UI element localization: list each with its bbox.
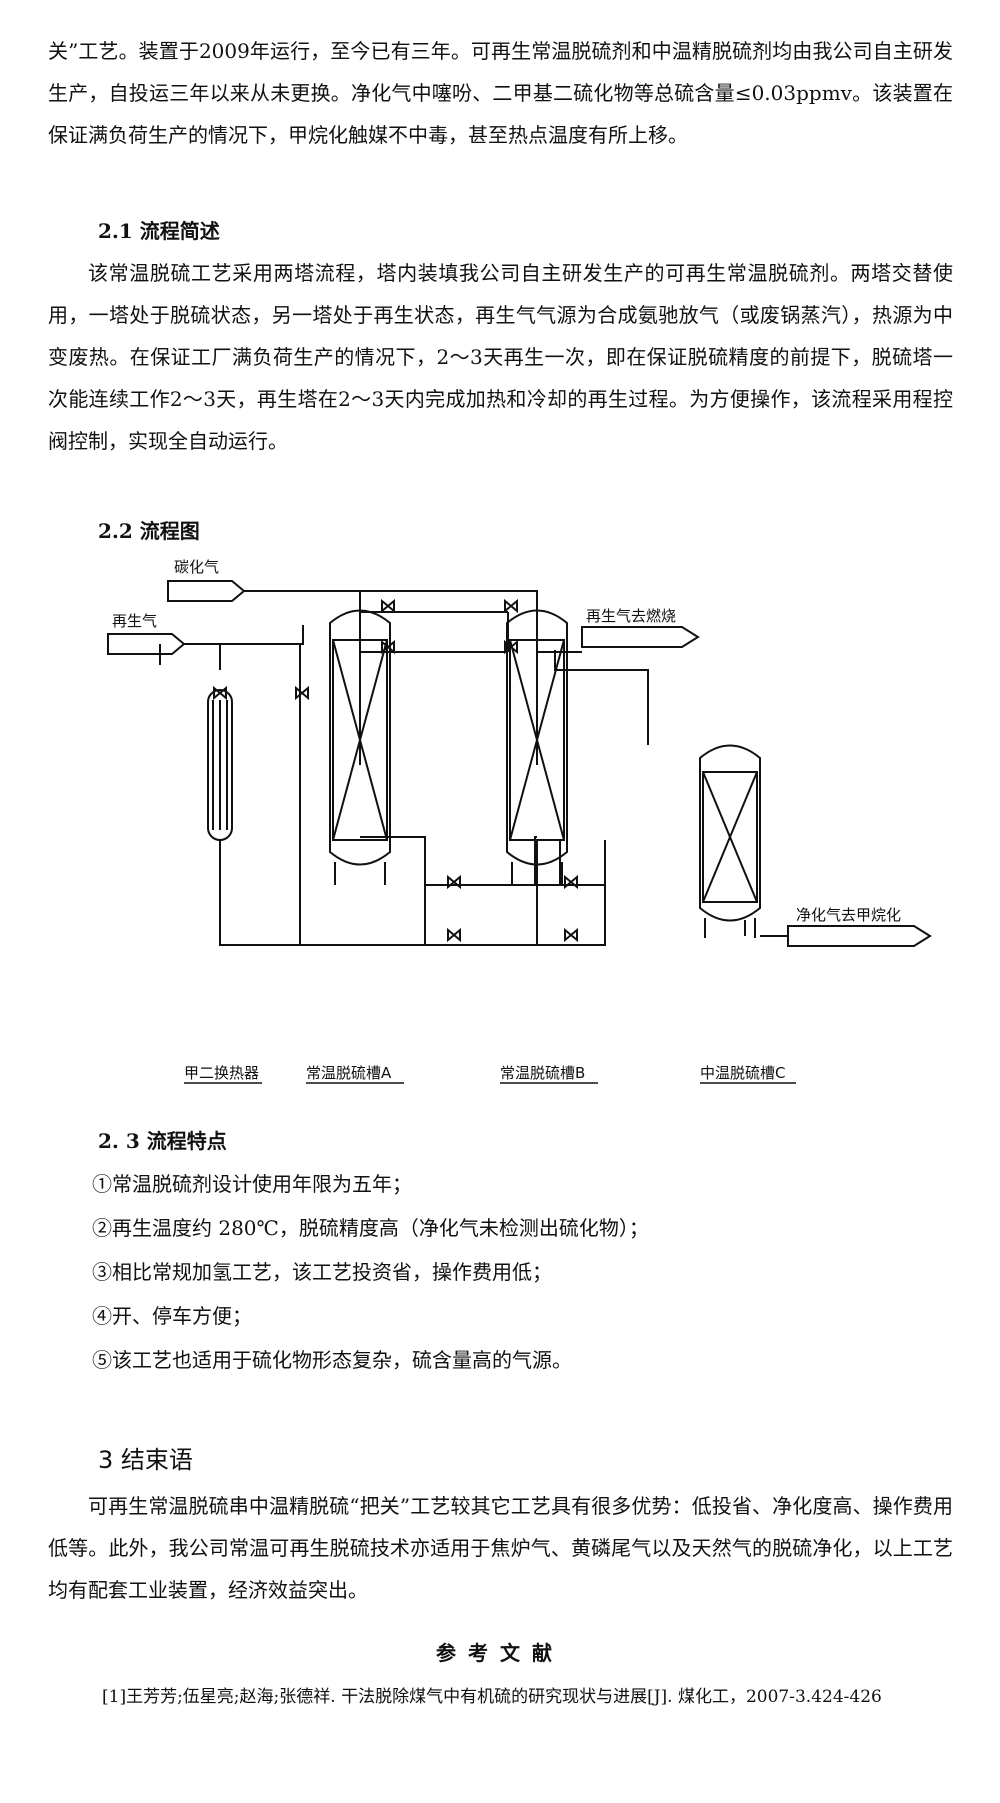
section-2-1-heading: 2.1 流程简述 xyxy=(98,219,220,243)
regen-gas-outlet-label: 再生气去燃烧 xyxy=(586,607,676,625)
heat-exchanger xyxy=(207,689,233,841)
regen-gas-inlet-arrow xyxy=(107,633,186,655)
tower-c xyxy=(699,744,761,938)
clean-gas-outlet-label: 净化气去甲烷化 xyxy=(796,906,901,924)
references-title: 参考文献 xyxy=(436,1641,564,1665)
section-2-2-heading: 2.2 流程图 xyxy=(98,519,200,543)
clean-gas-outlet-arrow xyxy=(787,925,932,947)
reference-item: [1]王芳芳;伍星亮;赵海;张德祥. 干法脱除煤气中有机硫的研究现状与进展[J]… xyxy=(102,1687,882,1707)
feature-item: ①常温脱硫剂设计使用年限为五年； xyxy=(92,1172,412,1196)
feature-item: ③相比常规加氢工艺，该工艺投资省，操作费用低； xyxy=(92,1260,552,1284)
section-2-3-heading: 2. 3 流程特点 xyxy=(98,1129,227,1153)
section-3-heading: 3 结束语 xyxy=(98,1446,193,1474)
carbon-gas-inlet-arrow xyxy=(167,580,246,602)
tower-a xyxy=(329,609,391,885)
intro-paragraph: 关”工艺。装置于2009年运行，至今已有三年。可再生常温脱硫剂和中温精脱硫剂均由… xyxy=(48,39,953,147)
tower-c-label: 中温脱硫槽C xyxy=(700,1064,785,1082)
feature-item: ④开、停车方便； xyxy=(92,1304,252,1328)
section-3-body: 可再生常温脱硫串中温精脱硫“把关”工艺较其它工艺具有很多优势：低投省、净化度高、… xyxy=(48,1494,953,1602)
process-flow-diagram: 碳化气 再生气 再生气去燃烧 净化气去甲烷化 xyxy=(107,558,932,1084)
carbon-gas-label: 碳化气 xyxy=(174,558,219,576)
section-2-1-body: 该常温脱硫工艺采用两塔流程，塔内装填我公司自主研发生产的可再生常温脱硫剂。两塔交… xyxy=(48,261,953,453)
feature-item: ②再生温度约 280℃，脱硫精度高（净化气未检测出硫化物）； xyxy=(92,1216,649,1240)
feature-item: ⑤该工艺也适用于硫化物形态复杂，硫含量高的气源。 xyxy=(92,1348,572,1372)
tower-b xyxy=(506,609,568,885)
regen-gas-outlet-arrow xyxy=(581,626,700,648)
tower-a-label: 常温脱硫槽A xyxy=(306,1064,392,1082)
tower-b-label: 常温脱硫槽B xyxy=(500,1064,585,1082)
regen-gas-label: 再生气 xyxy=(112,612,157,630)
heat-exchanger-label: 甲二换热器 xyxy=(184,1064,259,1082)
piping xyxy=(159,590,788,946)
